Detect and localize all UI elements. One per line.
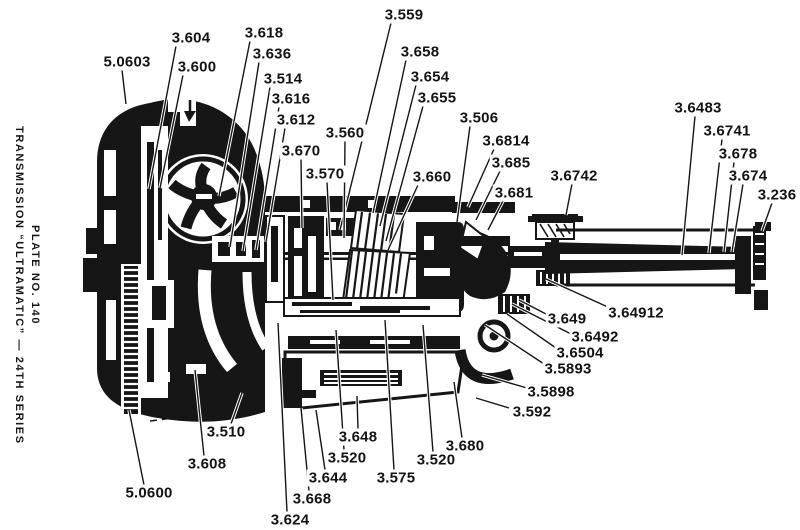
illustration xyxy=(83,98,771,422)
caption-plate-number: PLATE NO. 140 xyxy=(29,225,41,326)
caption-series: TRANSMISSION “ULTRAMATIC” — 24TH SERIES xyxy=(13,126,25,445)
flow-arrow-icon xyxy=(184,100,196,122)
